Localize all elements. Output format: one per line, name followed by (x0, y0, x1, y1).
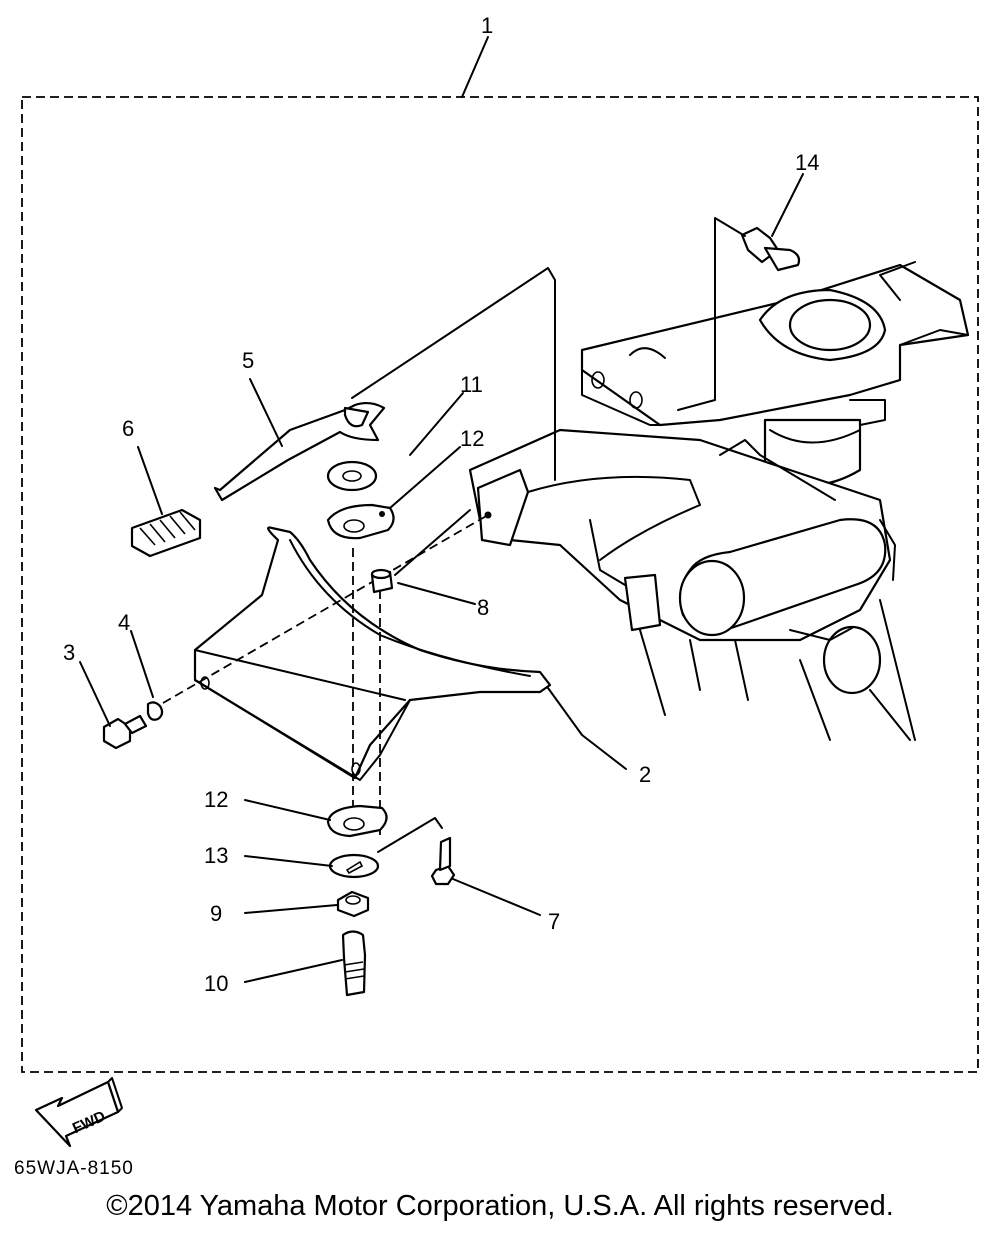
callout-10: 10 (204, 971, 228, 996)
plate-part-12-upper (326, 503, 395, 540)
washer-part-11 (326, 460, 378, 492)
bracket-part-2 (193, 526, 552, 781)
callout-6: 6 (122, 416, 134, 441)
copyright-notice: ©2014 Yamaha Motor Corporation, U.S.A. A… (106, 1190, 894, 1222)
leader-1 (461, 36, 489, 98)
swivel-bracket-housing (468, 261, 970, 741)
callout-13: 13 (204, 843, 228, 868)
callout-4: 4 (118, 610, 130, 635)
bolt-part-3 (102, 714, 148, 750)
callout-12-lower: 12 (204, 787, 228, 812)
bolt-part-7 (430, 836, 456, 886)
plate-part-12-lower (326, 804, 388, 838)
collar-part-8 (370, 568, 394, 594)
callout-9: 9 (210, 901, 222, 926)
callout-5: 5 (242, 348, 254, 373)
arm-part-5 (213, 401, 386, 502)
washer-part-13 (328, 853, 380, 879)
nut-part-9 (336, 890, 370, 918)
assembly-boundary (21, 96, 979, 1073)
callout-11: 11 (460, 372, 483, 397)
diagram-code: 65WJA-8150 (14, 1158, 134, 1179)
callout-7: 7 (548, 909, 560, 934)
callout-2: 2 (639, 762, 651, 787)
callout-8: 8 (477, 595, 489, 620)
washer-part-4 (146, 701, 164, 721)
callout-12-upper: 12 (460, 426, 484, 451)
fwd-arrow-icon: FWD (34, 1077, 123, 1148)
grease-fitting-part-14 (740, 226, 801, 272)
bolt-part-10 (341, 930, 367, 997)
callout-3: 3 (63, 640, 75, 665)
callout-14: 14 (795, 150, 819, 175)
grip-part-6 (130, 508, 202, 558)
callout-1: 1 (481, 13, 493, 38)
